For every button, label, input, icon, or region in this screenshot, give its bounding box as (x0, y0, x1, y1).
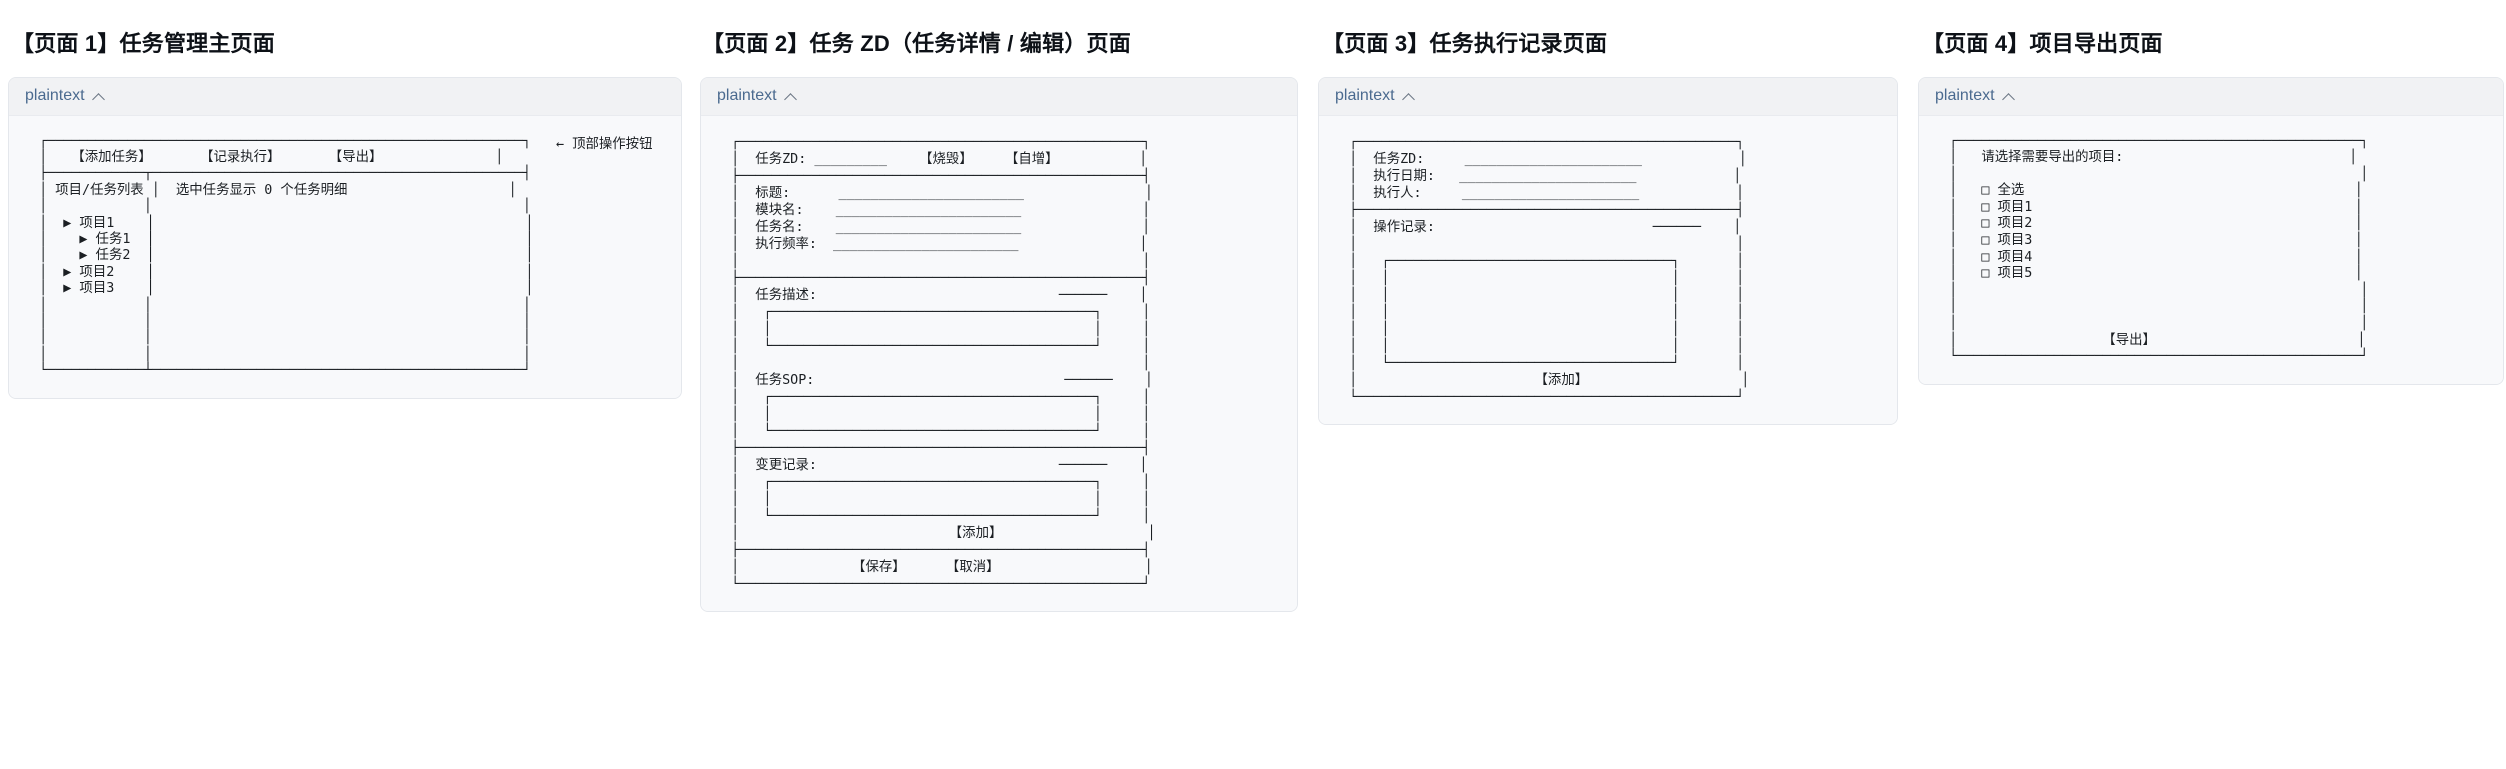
chevron-up-icon[interactable] (785, 90, 798, 103)
ascii-art-1: ┌───────────────────────────────────────… (39, 133, 534, 379)
code-language-label-2: plaintext (717, 87, 777, 104)
code-block-header-1[interactable]: plaintext (9, 77, 681, 116)
code-block-3: plaintext ┌─────────────────────────────… (1318, 76, 1898, 425)
code-language-label-3: plaintext (1335, 87, 1395, 104)
panel-page-2: 【页面 2】任务 ZD（任务详情 / 编辑）页面 plaintext ┌────… (700, 0, 1300, 769)
chevron-up-icon[interactable] (1403, 90, 1416, 103)
page-title-4: 【页面 4】项目导出页面 (1922, 31, 2163, 57)
ascii-art-3: ┌───────────────────────────────────────… (1349, 134, 1750, 405)
panel-page-3: 【页面 3】任务执行记录页面 plaintext ┌──────────────… (1300, 0, 1900, 769)
code-language-label-4: plaintext (1935, 87, 1995, 104)
code-language-label-1: plaintext (25, 87, 85, 104)
code-block-body-3: ┌───────────────────────────────────────… (1319, 115, 1897, 424)
code-block-header-2[interactable]: plaintext (701, 77, 1297, 116)
code-block-1: plaintext ┌─────────────────────────────… (8, 76, 682, 399)
panel-page-4: 【页面 4】项目导出页面 plaintext ┌────────────────… (1900, 0, 2506, 769)
code-block-body-4: ┌───────────────────────────────────────… (1919, 115, 2503, 384)
page-title-3: 【页面 3】任务执行记录页面 (1322, 31, 1608, 57)
code-block-4: plaintext ┌─────────────────────────────… (1918, 76, 2504, 385)
panel-page-1: 【页面 1】任务管理主页面 plaintext ┌───────────────… (0, 0, 700, 769)
ascii-art-4: ┌───────────────────────────────────────… (1949, 133, 2369, 365)
code-block-header-4[interactable]: plaintext (1919, 77, 2503, 116)
code-block-body-2: ┌───────────────────────────────────────… (701, 115, 1297, 611)
code-block-2: plaintext ┌─────────────────────────────… (700, 76, 1298, 612)
code-block-body-1: ┌───────────────────────────────────────… (9, 115, 681, 398)
code-block-header-3[interactable]: plaintext (1319, 77, 1897, 116)
chevron-up-icon[interactable] (2003, 90, 2016, 103)
annotation-top-action-buttons: ← 顶部操作按钮 (556, 137, 653, 152)
page-title-2: 【页面 2】任务 ZD（任务详情 / 编辑）页面 (702, 31, 1131, 57)
chevron-up-icon[interactable] (93, 90, 106, 103)
ascii-art-2: ┌───────────────────────────────────────… (731, 134, 1156, 592)
page-title-1: 【页面 1】任务管理主页面 (12, 31, 275, 57)
